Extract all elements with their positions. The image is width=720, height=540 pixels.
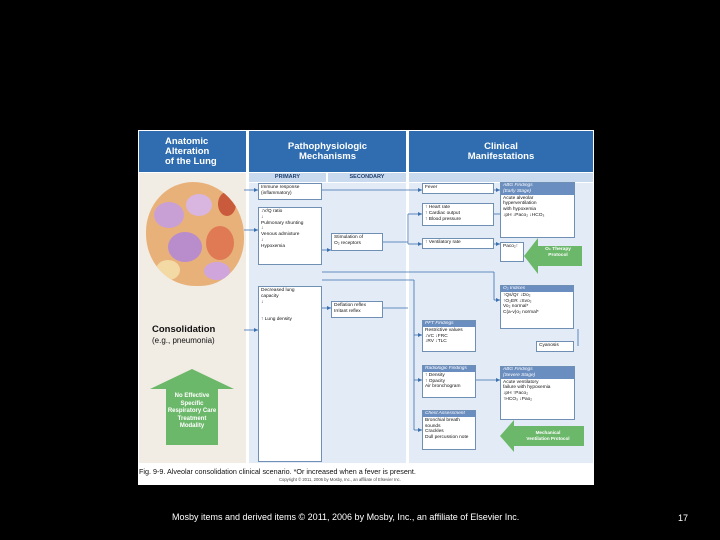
consolidation-label: Consolidation: [152, 324, 216, 335]
pathophysiologic-header: Pathophysiologic Mechanisms: [249, 131, 406, 172]
pao2-box: Paco₂↑: [500, 242, 524, 262]
primary-subheader: PRIMARY: [249, 173, 326, 182]
ventilatory-rate-box: ↑ Ventilatory rate: [422, 238, 494, 249]
fever-box: Fever: [422, 183, 494, 194]
slide-footer: Mosby items and derived items © 2011, 20…: [172, 512, 520, 522]
heart-rate-box: ↑ Heart rate ↑ Cardiac output ↑ Blood pr…: [422, 203, 494, 226]
clinical-subheader: [409, 173, 593, 182]
flow-connectors: [244, 188, 579, 432]
lung-capacity-box: Decreased lung capacity ↓ ↑ Lung density: [258, 286, 322, 462]
vq-ratio-box: ↓V/Q ratio ↓ Pulmonary shunting ↓ Venous…: [258, 207, 322, 265]
mechanical-ventilation-arrow: [500, 420, 584, 452]
anatomic-header: Anatomic Alteration of the Lung: [139, 131, 246, 172]
o2-indices-box: O₂ Indices↑Qs/Qт ↓Do₂ ↑O₂ER ↓Svo₂ Vo₂ no…: [500, 285, 574, 329]
secondary-subheader: SECONDARY: [328, 173, 406, 182]
clinical-header: Clinical Manifestations: [409, 131, 593, 172]
consolidated-lung-illustration: [146, 182, 244, 286]
o2-receptors-box: Stimulation of O₂ receptors: [331, 233, 383, 251]
pneumonia-example-label: (e.g., pneumonia): [152, 336, 215, 345]
o2-therapy-arrow: [524, 238, 582, 274]
mechanical-ventilation-label: Mechanical Ventilation Protocol: [526, 430, 570, 441]
radiologic-findings-box: Radiologic Findings↑ Density ↑ Opacity A…: [422, 365, 476, 398]
no-effective-treatment-arrow: [150, 369, 234, 445]
page-number: 17: [678, 513, 689, 523]
deflation-reflex-box: Deflation reflex Irritant reflex: [331, 301, 383, 318]
cyanosis-box: Cyanosis: [536, 341, 574, 352]
no-effective-treatment-text: No Effective Specific Respiratory Care T…: [167, 393, 217, 429]
immune-response-box: Immune response (inflammatory): [258, 183, 322, 200]
figure-copyright: Copyright © 2011, 2006 by Mosby, Inc., a…: [279, 477, 401, 482]
o2-therapy-label: O₂ Therapy Protocol: [545, 247, 571, 258]
figure-caption: Fig. 9-9. Alveolar consolidation clinica…: [139, 467, 416, 476]
consolidation-figure: Anatomic Alteration of the Lung Pathophy…: [138, 130, 594, 485]
abg-early-stage-box: ABG Findings (Early Stage)Acute alveolar…: [500, 182, 575, 238]
abg-severe-stage-box: ABG Findings (Severe Stage)Acute ventila…: [500, 366, 575, 420]
